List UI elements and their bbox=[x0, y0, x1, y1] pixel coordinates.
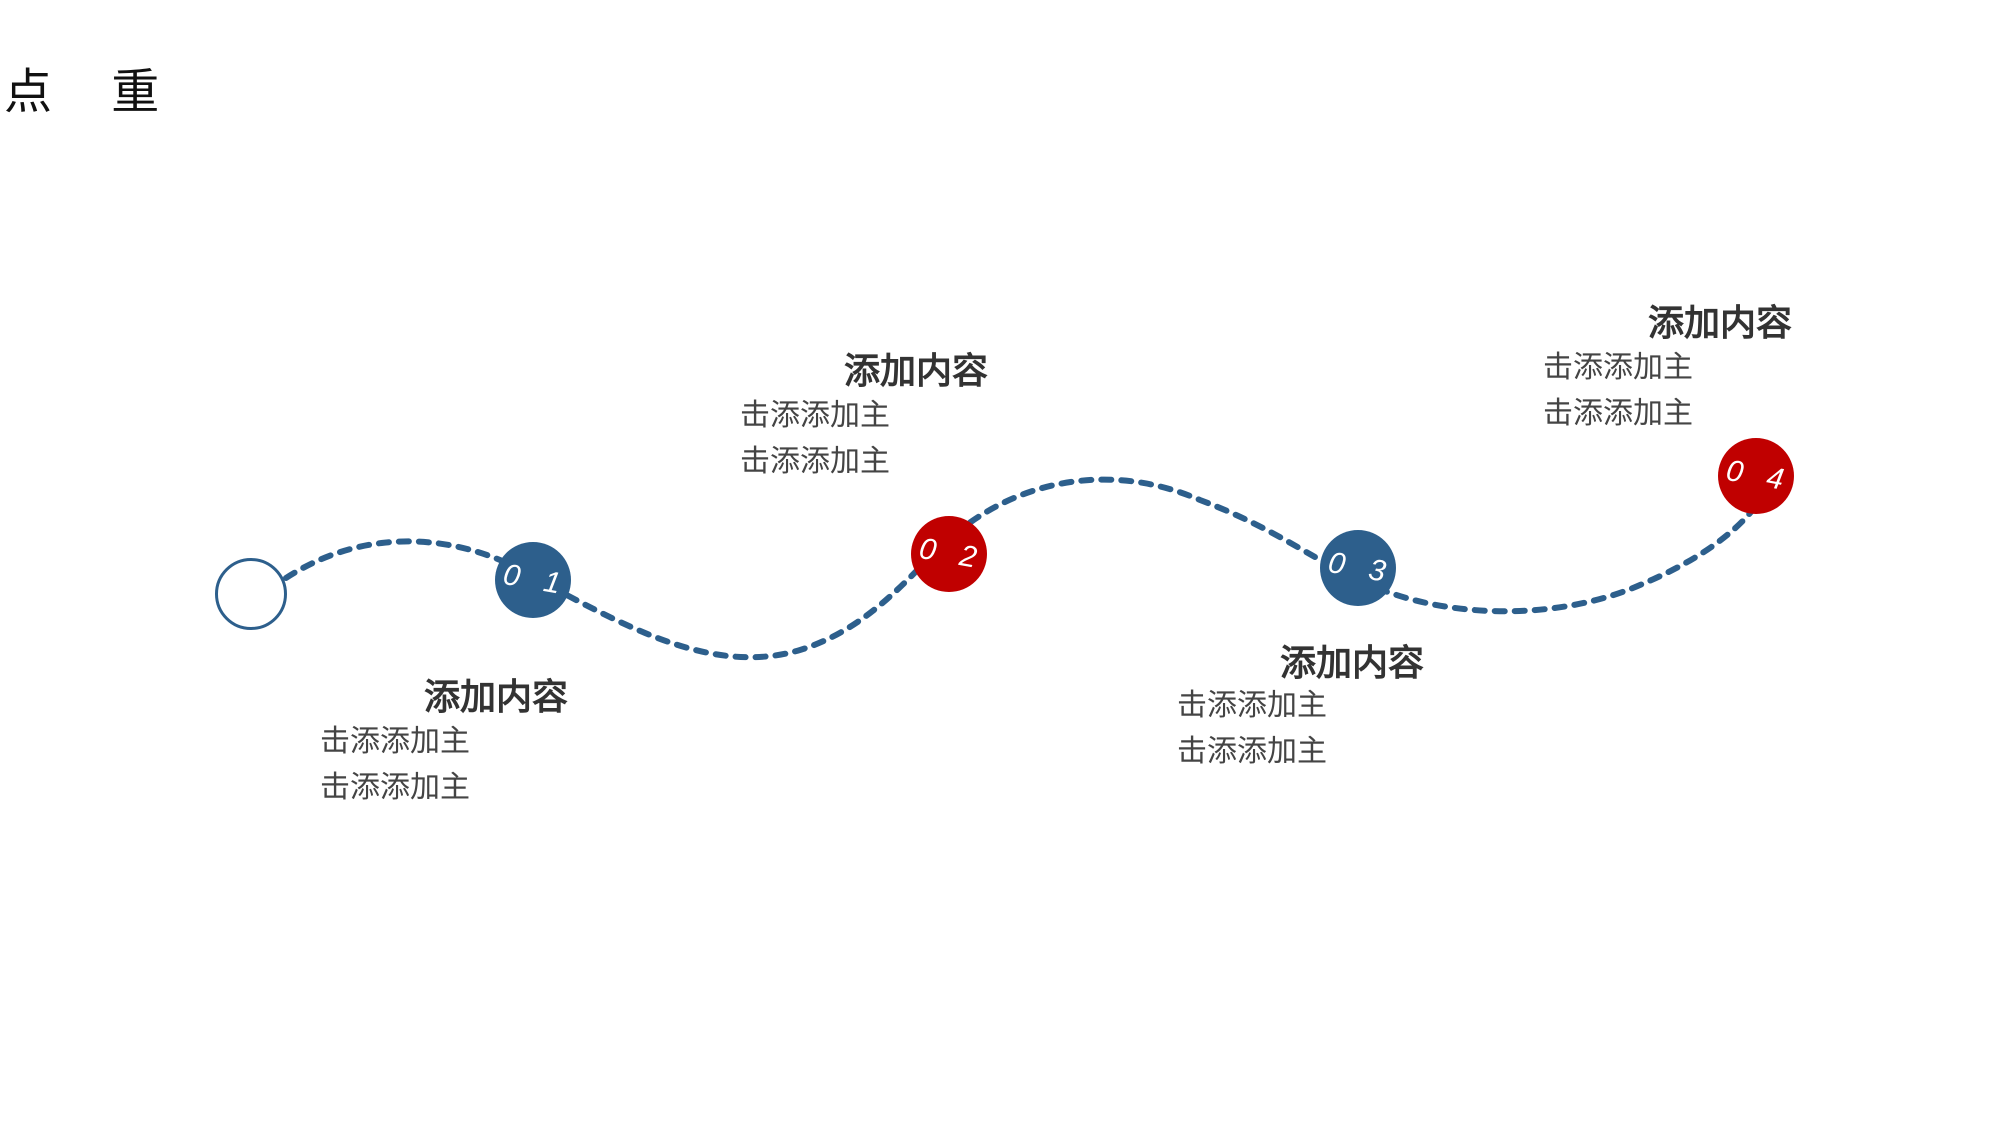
step-number-4: 0 4 bbox=[1723, 454, 1795, 498]
step-text-4a: 击添添加主 bbox=[1543, 350, 1693, 385]
step-node-2: 0 2 bbox=[911, 516, 987, 592]
step-text-1b: 击添添加主 bbox=[320, 770, 470, 805]
step-node-1: 0 1 bbox=[495, 542, 571, 618]
step-text-3a: 击添添加主 bbox=[1177, 688, 1327, 723]
step-text-4b: 击添添加主 bbox=[1543, 396, 1693, 431]
page-title: 点 重 bbox=[4, 64, 182, 120]
step-text-2b: 击添添加主 bbox=[740, 444, 890, 479]
step-node-3: 0 3 bbox=[1320, 530, 1396, 606]
dashed-curve bbox=[283, 476, 1763, 661]
step-number-3: 0 3 bbox=[1325, 546, 1397, 590]
step-title-1: 添加内容 bbox=[424, 677, 569, 718]
step-number-1: 0 1 bbox=[500, 558, 572, 602]
step-text-2a: 击添添加主 bbox=[740, 398, 890, 433]
step-title-3: 添加内容 bbox=[1280, 643, 1425, 684]
step-title-4: 添加内容 bbox=[1648, 303, 1793, 344]
step-number-2: 0 2 bbox=[916, 532, 988, 576]
step-node-4: 0 4 bbox=[1718, 438, 1794, 514]
start-circle bbox=[215, 558, 287, 630]
step-text-3b: 击添添加主 bbox=[1177, 734, 1327, 769]
step-title-2: 添加内容 bbox=[844, 351, 989, 392]
step-text-1a: 击添添加主 bbox=[320, 724, 470, 759]
